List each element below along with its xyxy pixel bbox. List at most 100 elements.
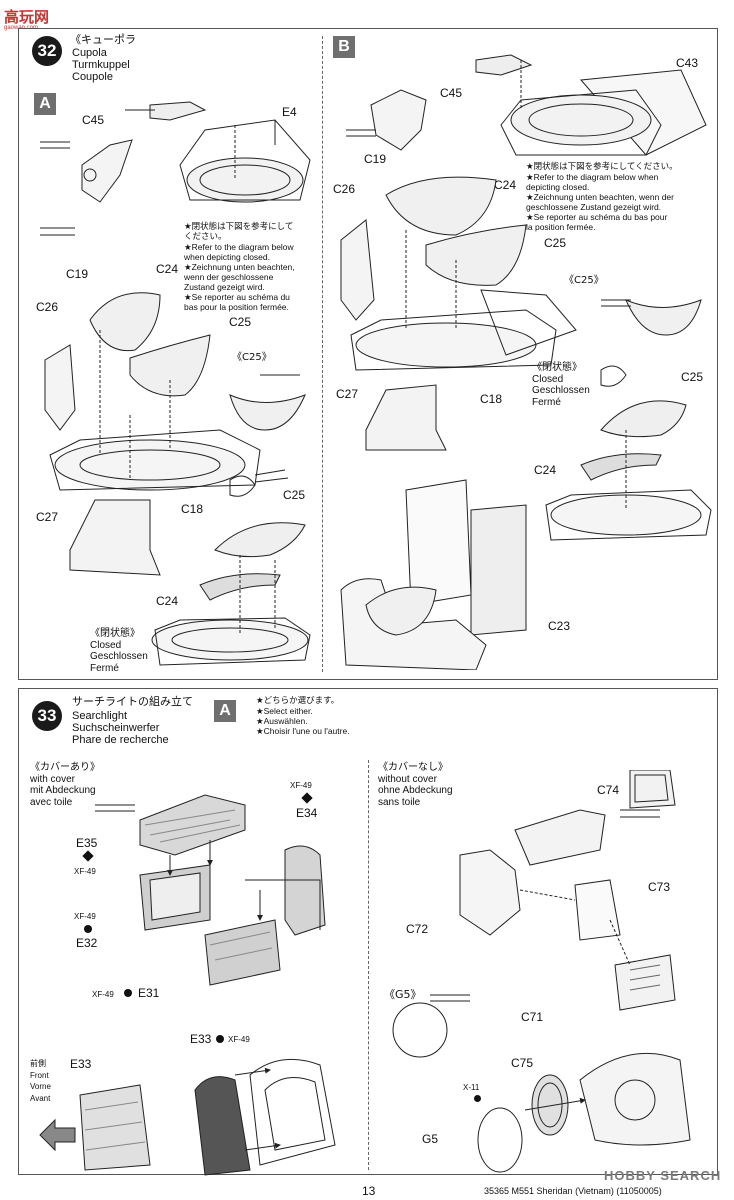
paint-marker-icon [124, 989, 132, 997]
part-e32: E32 [76, 936, 98, 950]
part-c43: C43 [676, 56, 699, 70]
paint-marker-icon [84, 925, 92, 933]
part-e35: E35 [76, 836, 98, 850]
part-c24-closed-b: C24 [534, 463, 557, 477]
closed-line: Closed [90, 639, 122, 651]
page-number: 13 [362, 1184, 376, 1198]
c25-detail-label: 《C25》 [232, 352, 272, 363]
panel-divider [322, 36, 323, 672]
caption-line: with cover [30, 773, 76, 785]
panel-a-drawing [40, 101, 311, 666]
front-line: Vorne [30, 1082, 51, 1091]
panel-a-note: ★閉状態は下図を参考にして ください。 ★Refer to the diagra… [184, 222, 295, 312]
caption-line: ohne Abdeckung [378, 785, 453, 796]
note-line: ★どちらか選びます。 [256, 696, 340, 706]
section-divider [368, 760, 369, 1170]
step-33-drawing [39, 770, 691, 1176]
note-line: la position fermée. [526, 222, 596, 232]
part-c45-b: C45 [440, 86, 463, 100]
panel-b-drawing [340, 54, 712, 670]
note-line: geschlossene Zustand gezeigt wird. [526, 202, 662, 212]
closed-line: 《閉状態》 [90, 628, 140, 639]
paint-xf49-e33: XF-49 [228, 1035, 250, 1044]
closed-caption-a: 《閉状態》 Closed Geschlossen Fermé [90, 628, 148, 674]
part-c24-closed: C24 [156, 594, 179, 608]
step-33-number: 33 [32, 701, 62, 731]
paint-marker-icon [216, 1035, 224, 1043]
without-cover-caption: 《カバーなし》 without cover ohne Abdeckung san… [378, 762, 453, 808]
step-32-number: 32 [32, 36, 62, 66]
part-c72: C72 [406, 922, 429, 936]
caption-line: 《カバーあり》 [30, 762, 100, 773]
paint-xf49-e31: XF-49 [92, 990, 114, 999]
note-line: Zustand gezeigt wird. [184, 282, 265, 292]
note-line: ★閉状態は下図を参考にして [184, 222, 294, 232]
paint-xf49-e34: XF-49 [290, 781, 312, 790]
part-c74: C74 [597, 783, 620, 797]
part-c26-b: C26 [333, 182, 356, 196]
closed-line: Closed [532, 373, 564, 385]
watermark: HOBBY SEARCH [604, 1168, 722, 1183]
closed-caption-b: 《閉状態》 Closed Geschlossen Fermé [532, 362, 590, 408]
closed-line: Geschlossen [532, 385, 590, 396]
part-c45: C45 [82, 113, 105, 127]
note-line: ★Zeichnung unten beachten, [184, 262, 295, 272]
caption-line: sans toile [378, 796, 421, 808]
part-c71: C71 [521, 1010, 544, 1024]
note-line: ください。 [184, 232, 227, 242]
front-line: Front [30, 1070, 49, 1080]
step-32-frame [18, 28, 718, 680]
front-caption: 前側 Front Vorne Avant [30, 1058, 51, 1104]
part-e31: E31 [138, 986, 160, 1000]
panel-33a-label: A [214, 700, 236, 722]
note-line: ★Zeichnung unten beachten, wenn der [526, 192, 674, 202]
part-c25-closed-b: C25 [681, 370, 704, 384]
part-c27-b: C27 [336, 387, 359, 401]
part-g5-detail: 《G5》 [384, 988, 422, 1001]
step-33-frame [18, 688, 718, 1175]
part-c75: C75 [511, 1056, 534, 1070]
closed-line: Geschlossen [90, 651, 148, 662]
panel-b-label: B [333, 36, 355, 58]
note-line: ★Select either. [256, 706, 313, 716]
part-c23: C23 [548, 619, 571, 633]
part-c26: C26 [36, 300, 59, 314]
step-33-title-fr: Phare de recherche [72, 734, 169, 746]
step-32-title-jp: 《キューポラ [70, 33, 136, 46]
note-line: ★Refer to the diagram below when [526, 172, 659, 182]
paint-xf49-e32: XF-49 [74, 912, 96, 921]
part-c18: C18 [181, 502, 204, 516]
paint-xf49-e35: XF-49 [74, 867, 96, 876]
step-32-title-fr: Coupole [72, 71, 113, 83]
caption-line: without cover [378, 773, 437, 785]
note-line: ★Auswählen. [256, 716, 308, 726]
caption-line: 《カバーなし》 [378, 762, 448, 773]
closed-line: Fermé [532, 396, 561, 408]
note-line: ★Se reporter au schéma du bas pour [526, 212, 668, 222]
note-line: ★Choisir l'une ou l'autre. [256, 726, 350, 736]
part-c19: C19 [66, 267, 89, 281]
step-33-title-de: Suchscheinwerfer [72, 722, 160, 734]
panel-a-label: A [34, 93, 56, 115]
step-33-title-en: Searchlight [72, 710, 128, 722]
note-line: ★閉状態は下図を参考にしてください。 [526, 162, 678, 172]
note-line: ★Se reporter au schéma du [184, 292, 290, 302]
note-line: bas pour la position fermée. [184, 302, 289, 312]
part-c25-b: C25 [544, 236, 567, 250]
caption-line: mit Abdeckung [30, 785, 96, 796]
part-g5: G5 [422, 1132, 439, 1146]
part-c24: C24 [156, 262, 179, 276]
front-line: 前側 [30, 1059, 46, 1068]
front-line: Avant [30, 1093, 51, 1103]
part-c25: C25 [229, 315, 252, 329]
note-line: depicting closed. [526, 182, 590, 192]
step-32-title-en: Cupola [72, 47, 107, 59]
part-c25-closed: C25 [283, 488, 306, 502]
part-c27: C27 [36, 510, 59, 524]
part-c24-b: C24 [494, 178, 517, 192]
paint-marker-icon [474, 1095, 481, 1102]
select-note: ★どちらか選びます。 ★Select either. ★Auswählen. ★… [256, 696, 350, 736]
closed-line: 《閉状態》 [532, 362, 582, 373]
with-cover-caption: 《カバーあり》 with cover mit Abdeckung avec to… [30, 762, 100, 808]
closed-line: Fermé [90, 662, 119, 674]
